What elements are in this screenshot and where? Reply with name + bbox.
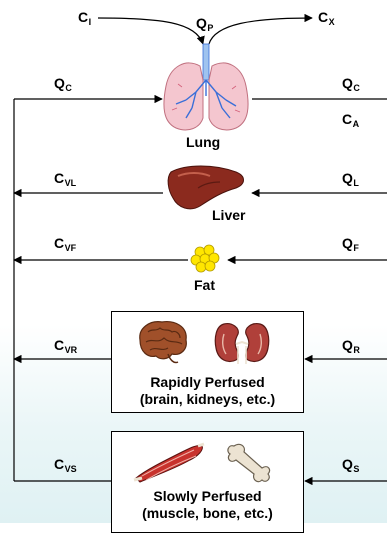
inhaled-arrow <box>98 18 203 44</box>
bone-icon <box>224 440 272 484</box>
liver-icon <box>168 166 243 209</box>
rapidly-perfused-box: Rapidly Perfused (brain, kidneys, etc.) <box>111 311 304 413</box>
label-c-inhaled: CI <box>78 10 91 26</box>
muscle-icon <box>132 440 206 484</box>
label-q-liver: QL <box>342 171 359 187</box>
slowly-perfused-title: Slowly Perfused <box>112 488 303 505</box>
label-q-pulmonary: QP <box>196 16 213 32</box>
lung-label: Lung <box>186 135 220 149</box>
rapidly-perfused-examples: (brain, kidneys, etc.) <box>112 391 303 408</box>
lung-icon <box>164 44 248 130</box>
brain-icon <box>134 318 190 366</box>
label-c-venous-rapid: CVR <box>54 338 77 354</box>
label-q-fat: QF <box>342 236 359 252</box>
label-c-venous-fat: CVF <box>54 236 76 252</box>
label-c-arterial: CA <box>342 112 359 128</box>
label-c-exhaled: CX <box>318 10 335 26</box>
slowly-perfused-box: Slowly Perfused (muscle, bone, etc.) <box>111 431 304 533</box>
rapidly-perfused-title: Rapidly Perfused <box>112 374 303 391</box>
label-q-cardiac-left: QC <box>54 76 72 92</box>
label-q-slow: QS <box>342 457 359 473</box>
fat-label: Fat <box>194 278 215 292</box>
liver-label: Liver <box>212 208 245 222</box>
label-q-rapid: QR <box>342 338 360 354</box>
kidneys-icon <box>214 318 270 366</box>
label-c-venous-liver: CVL <box>54 171 76 187</box>
exhaled-arrow <box>209 18 312 44</box>
label-q-cardiac-right: QC <box>342 76 360 92</box>
slowly-perfused-examples: (muscle, bone, etc.) <box>112 505 303 522</box>
fat-icon <box>191 245 219 272</box>
label-c-venous-slow: CVS <box>54 457 77 473</box>
